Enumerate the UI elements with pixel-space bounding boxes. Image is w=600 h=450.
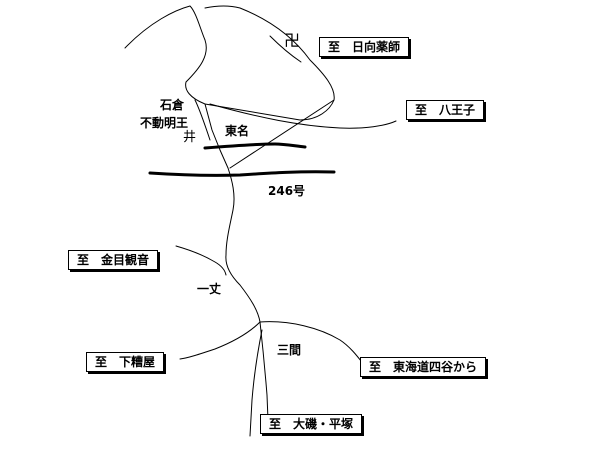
destination-to-mark: 至 bbox=[328, 40, 341, 54]
road-diagonal bbox=[229, 99, 335, 169]
destination-to-mark: 至 bbox=[415, 103, 428, 117]
destination-tokaido: 至東海道四谷から bbox=[360, 357, 487, 377]
road-to-hinata bbox=[269, 35, 302, 63]
destination-name: 日向薬師 bbox=[352, 40, 401, 54]
route-246-road bbox=[148, 170, 336, 177]
place-ishikura: 石倉 bbox=[160, 98, 185, 112]
destination-to-mark: 至 bbox=[269, 417, 282, 431]
temple-icon: 卍 bbox=[284, 31, 301, 50]
destination-name: 大磯・平塚 bbox=[293, 417, 354, 431]
place-ichijo: 一丈 bbox=[197, 282, 222, 296]
place-route246: 246号 bbox=[268, 184, 306, 198]
destination-name: 八王子 bbox=[439, 103, 476, 117]
road-to-oiso bbox=[249, 329, 263, 437]
destination-oiso: 至大磯・平塚 bbox=[260, 414, 363, 434]
destination-to-mark: 至 bbox=[77, 253, 90, 267]
shrine-icon: 井 bbox=[183, 130, 197, 145]
destination-name: 下糟屋 bbox=[119, 355, 156, 369]
destination-to-mark: 至 bbox=[369, 360, 382, 374]
destination-name: 金目観音 bbox=[101, 253, 150, 267]
road-to-tokaido bbox=[259, 321, 366, 367]
destination-kaneme: 至金目観音 bbox=[68, 250, 159, 270]
mountain-road-outline bbox=[124, 5, 335, 121]
destination-hinata: 至日向薬師 bbox=[319, 37, 410, 57]
place-tomei: 東名 bbox=[225, 124, 250, 138]
road-to-kaneme bbox=[175, 245, 227, 276]
destination-hachioji: 至八王子 bbox=[406, 100, 485, 120]
tomei-expressway bbox=[203, 142, 307, 150]
destination-name: 東海道四谷から bbox=[393, 360, 478, 374]
destination-shimosoya: 至下糟屋 bbox=[86, 352, 165, 372]
place-fudomyoo: 不動明王 bbox=[140, 116, 189, 130]
road-ishikura-bend bbox=[194, 99, 211, 141]
road-to-shimosoya bbox=[179, 321, 261, 360]
road-to-hachioji bbox=[209, 103, 397, 129]
destination-to-mark: 至 bbox=[95, 355, 108, 369]
place-sanken: 三間 bbox=[277, 343, 302, 357]
